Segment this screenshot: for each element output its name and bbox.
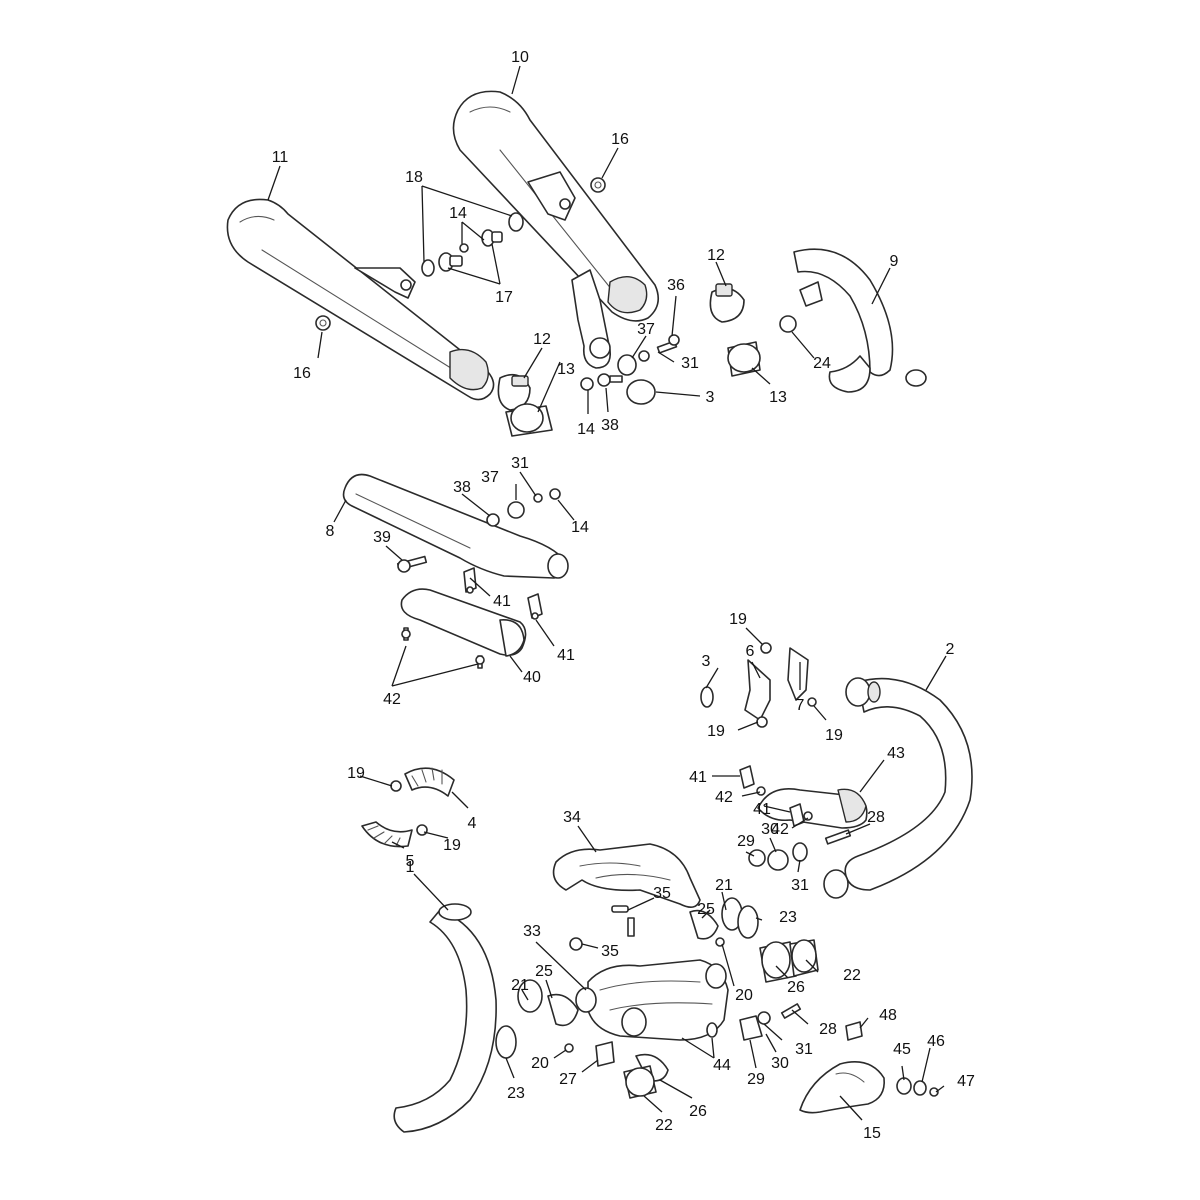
callout-13: 13 <box>769 389 787 406</box>
callout-16: 16 <box>293 365 311 382</box>
callout-12: 12 <box>707 247 725 264</box>
callout-6: 6 <box>746 643 755 660</box>
catalyst-box-33 <box>575 959 729 1041</box>
callout-30: 30 <box>761 821 779 838</box>
callout-19: 19 <box>707 723 725 740</box>
callout-14: 14 <box>577 421 595 438</box>
header-pipe-9 <box>793 248 927 393</box>
callout-41: 41 <box>493 593 511 610</box>
callout-43: 43 <box>887 745 905 762</box>
downpipe-1 <box>393 903 497 1133</box>
callout-41: 41 <box>689 769 707 786</box>
callout-13: 13 <box>557 361 575 378</box>
callout-30: 30 <box>771 1055 789 1072</box>
callout-14: 14 <box>449 205 467 222</box>
callout-26: 26 <box>689 1103 707 1120</box>
callout-42: 42 <box>383 691 401 708</box>
callout-15: 15 <box>863 1125 881 1142</box>
callout-12: 12 <box>533 331 551 348</box>
heat-shield-40 <box>400 588 527 657</box>
callout-31: 31 <box>511 455 529 472</box>
callout-19: 19 <box>443 837 461 854</box>
callout-28: 28 <box>867 809 885 826</box>
callout-5: 5 <box>406 853 415 870</box>
callout-31: 31 <box>795 1041 813 1058</box>
brackets-6-7 <box>700 642 817 728</box>
callout-36: 36 <box>667 277 685 294</box>
callout-19: 19 <box>347 765 365 782</box>
callout-48: 48 <box>879 1007 897 1024</box>
callout-8: 8 <box>326 523 335 540</box>
callout-16: 16 <box>611 131 629 148</box>
cat-clamps-gaskets <box>495 842 863 1099</box>
callout-10: 10 <box>511 49 529 66</box>
callout-11: 11 <box>272 149 289 166</box>
callout-2: 2 <box>946 641 955 658</box>
callout-21: 21 <box>715 877 733 894</box>
callout-23: 23 <box>779 909 797 926</box>
callout-31: 31 <box>681 355 699 372</box>
callout-27: 27 <box>559 1071 577 1088</box>
callout-17: 17 <box>495 289 513 306</box>
callout-3: 3 <box>702 653 711 670</box>
callout-24: 24 <box>813 355 831 372</box>
callout-25: 25 <box>535 963 553 980</box>
callout-20: 20 <box>531 1055 549 1072</box>
callout-41: 41 <box>557 647 575 664</box>
callout-44: 44 <box>713 1057 731 1074</box>
silencer-fasteners <box>580 315 797 405</box>
callout-29: 29 <box>737 833 755 850</box>
callout-35: 35 <box>601 943 619 960</box>
callout-25: 25 <box>697 901 715 918</box>
callout-46: 46 <box>927 1033 945 1050</box>
callout-42: 42 <box>715 789 733 806</box>
cat-shield-34 <box>552 843 701 951</box>
callout-38: 38 <box>453 479 471 496</box>
callout-19: 19 <box>825 727 843 744</box>
callout-37: 37 <box>481 469 499 486</box>
callout-23: 23 <box>507 1085 525 1102</box>
callout-38: 38 <box>601 417 619 434</box>
callout-labels: 10 11 16 16 18 14 17 12 12 36 37 31 9 24… <box>272 49 975 1142</box>
callout-37: 37 <box>637 321 655 338</box>
callout-35: 35 <box>653 885 671 902</box>
callout-3: 3 <box>706 389 715 406</box>
callout-39: 39 <box>373 529 391 546</box>
callout-7: 7 <box>796 697 805 714</box>
heat-rings-4-5 <box>361 767 455 848</box>
silencer-mount-hardware <box>315 177 606 331</box>
callout-4: 4 <box>468 815 477 832</box>
callout-26: 26 <box>787 979 805 996</box>
callout-41: 41 <box>753 801 771 818</box>
callout-28: 28 <box>819 1021 837 1038</box>
callout-1: 1 <box>406 859 415 876</box>
callout-33: 33 <box>523 923 541 940</box>
callout-14: 14 <box>571 519 589 536</box>
callout-42: 42 <box>771 821 789 838</box>
callout-18: 18 <box>405 169 423 186</box>
silencer-11 <box>226 198 495 401</box>
callout-40: 40 <box>523 669 541 686</box>
callout-34: 34 <box>563 809 581 826</box>
callout-45: 45 <box>893 1041 911 1058</box>
leader-lines <box>267 65 947 1121</box>
clamps-and-sleeves <box>497 283 761 437</box>
callout-31: 31 <box>791 877 809 894</box>
callout-9: 9 <box>890 253 899 270</box>
callout-22: 22 <box>655 1117 673 1134</box>
silencer-10 <box>452 90 660 369</box>
lower-cover-15 <box>799 1061 939 1114</box>
mid-fasteners <box>396 488 561 669</box>
callout-47: 47 <box>957 1073 975 1090</box>
callout-22: 22 <box>843 967 861 984</box>
callout-29: 29 <box>747 1071 765 1088</box>
callout-21: 21 <box>511 977 529 994</box>
header-pipe-2 <box>823 677 973 899</box>
callout-20: 20 <box>735 987 753 1004</box>
link-pipe-8 <box>342 473 569 579</box>
callout-19: 19 <box>729 611 747 628</box>
